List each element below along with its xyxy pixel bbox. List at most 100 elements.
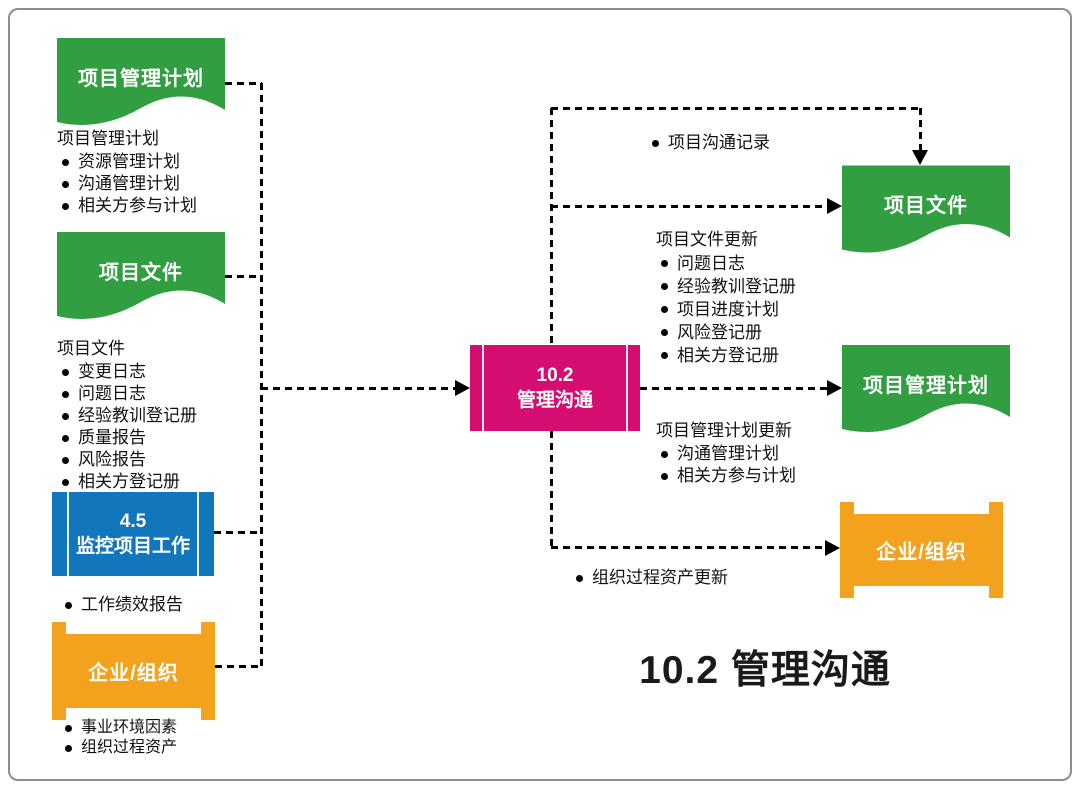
connector-org-to-trunk [215,665,262,668]
bullet-icon [661,260,668,267]
diagram-border [8,8,1072,781]
flag-title: 项目管理计划 [78,68,204,90]
ibeam-body [854,514,989,586]
connector-to-org [551,546,826,549]
ibeam-title: 企业/组织 [876,541,967,564]
connector-pmp-flag-to-trunk [225,82,262,85]
process-name: 管理沟通 [516,390,593,411]
process-code: 10.2 [536,365,574,386]
arrowhead-into-docs-top-icon [912,150,928,165]
output-flag-project-documents: 项目文件 [842,165,1010,260]
list-item: 相关方登记册 [656,344,796,367]
list-item: 风险登记册 [656,321,796,344]
bullet-icon [62,478,69,486]
input-flag-project-documents: 项目文件 [57,232,225,326]
input-list-monitor: 工作绩效报告 [60,594,183,616]
list-item: 经验教训登记册 [656,275,796,298]
list-item: 经验教训登记册 [57,405,197,427]
flag-title: 项目文件 [99,262,183,284]
list-item: 问题日志 [57,383,197,405]
input-list-docs: 项目文件 变更日志 问题日志 经验教训登记册 质量报告 风险报告 相关方登记册 [57,338,197,493]
bullet-icon [576,574,583,582]
flag-shape-icon [57,232,225,319]
bullet-icon [661,450,668,458]
process-box-stripe [482,345,484,431]
list-item: 资源管理计划 [57,151,197,173]
list-item: 项目进度计划 [656,298,796,321]
list-item: 相关方参与计划 [656,465,796,487]
list-item: 组织过程资产 [60,738,177,758]
output-list-pmp-updates: 项目管理计划更新 沟通管理计划 相关方参与计划 [656,420,796,487]
arrowhead-into-pmp-icon [827,380,842,396]
connector-trunk-to-process [261,387,456,390]
list-title: 项目文件 [57,339,125,358]
list-item: 问题日志 [656,252,796,275]
process-name: 监控项目工作 [75,536,190,557]
process-box-stripe [197,492,199,576]
process-box-stripe [67,492,69,576]
bullet-icon [62,434,69,442]
list-item: 项目沟通记录 [647,132,770,154]
flag-title: 项目管理计划 [863,375,989,397]
ibeam-bar-icon [840,502,854,598]
bullet-icon [62,390,69,398]
bullet-icon [62,456,69,464]
arrowhead-into-process-icon [455,380,470,396]
ibeam-title: 企业/组织 [88,662,179,685]
output-flag-project-management-plan: 项目管理计划 [842,345,1010,439]
process-code: 4.5 [119,511,147,532]
bullet-icon [65,601,72,609]
bullet-icon [62,180,69,188]
bullet-icon [661,306,668,313]
arrowhead-into-org-icon [825,540,840,556]
list-item: 相关方登记册 [57,471,197,493]
ibeam-bar-icon [989,502,1003,598]
list-item: 质量报告 [57,427,197,449]
process-manage-communications: 10.2 管理沟通 [470,345,640,431]
bullet-icon [62,412,69,420]
bullet-icon [661,329,668,336]
list-item: 事业环境因素 [60,718,177,738]
input-list-pmp: 项目管理计划 资源管理计划 沟通管理计划 相关方参与计划 [57,128,197,217]
connector-down-into-docs-flag [919,108,922,152]
flag-shape-icon [842,165,1010,253]
bullet-icon [65,724,72,732]
bullet-icon [661,283,668,290]
diagram-title: 10.2 管理沟通 [639,649,891,692]
bullet-icon [65,744,72,752]
list-item: 沟通管理计划 [57,173,197,195]
flag-shape-icon [57,38,225,125]
connector-top-line [551,107,921,110]
list-item: 工作绩效报告 [60,594,183,616]
bullet-icon [661,472,668,480]
list-item: 沟通管理计划 [656,443,796,465]
list-item: 变更日志 [57,361,197,383]
bullet-icon [652,139,659,147]
list-item: 相关方参与计划 [57,195,197,217]
connector-to-docs-flag [551,205,828,208]
bullet-icon [62,158,69,166]
input-enterprise-organization: 企业/组织 [52,622,215,720]
connector-process-down-line [550,431,553,548]
connector-process-up-line [550,108,553,345]
list-title: 项目文件更新 [656,230,758,249]
input-process-monitor-project-work: 4.5 监控项目工作 [52,492,214,576]
bullet-icon [62,368,69,376]
connector-monitor-to-trunk [214,531,262,534]
input-flag-project-management-plan: 项目管理计划 [57,38,225,132]
ibeam-bar-icon [52,622,66,720]
list-item: 组织过程资产更新 [571,567,728,589]
list-item: 风险报告 [57,449,197,471]
list-title: 项目管理计划 [57,129,159,148]
output-enterprise-organization: 企业/组织 [840,502,1003,598]
input-list-org: 事业环境因素 组织过程资产 [60,718,177,758]
input-trunk-line [260,83,263,668]
list-title: 项目管理计划更新 [656,421,792,440]
flag-title: 项目文件 [884,195,968,217]
arrowhead-into-docs-icon [827,198,842,214]
ibeam-body [66,634,201,708]
ibeam-bar-icon [201,622,215,720]
flag-shape-icon [842,345,1010,432]
output-list-docs-updates: 项目文件更新 问题日志 经验教训登记册 项目进度计划 风险登记册 相关方登记册 [656,228,796,367]
